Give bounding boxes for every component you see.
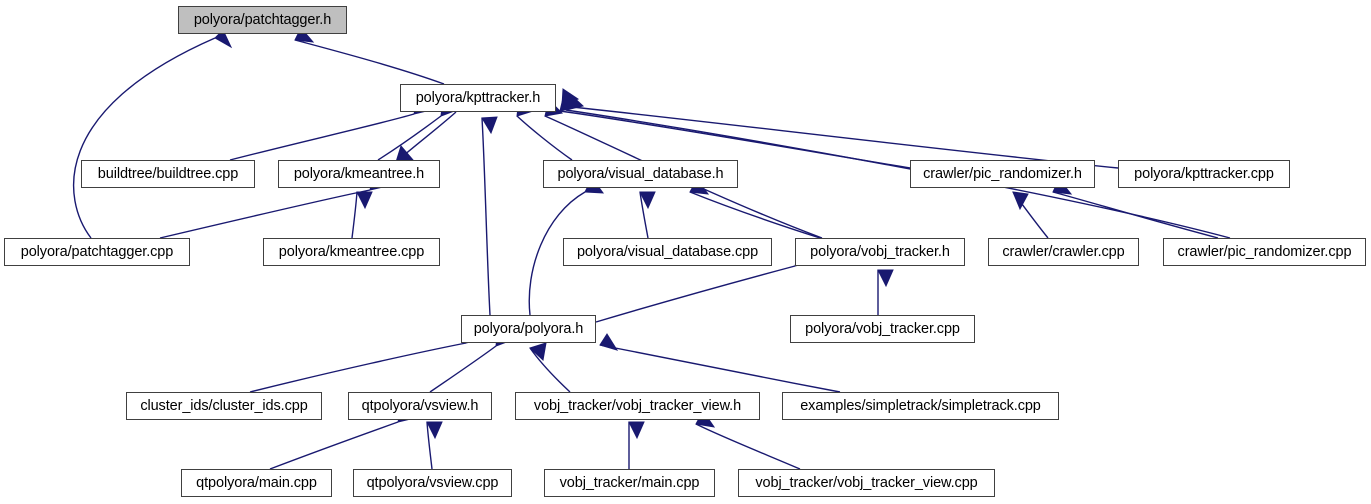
graph-node-vsview_cpp[interactable]: qtpolyora/vsview.cpp [353,469,512,497]
graph-node-label: cluster_ids/cluster_ids.cpp [140,397,308,414]
graph-node-label: qtpolyora/vsview.h [361,397,479,414]
graph-node-vobj_tracker_h[interactable]: polyora/vobj_tracker.h [795,238,965,266]
edge-kmeantree_cpp-to-kmeantree_h [351,191,358,239]
arrowhead-icon [877,269,894,288]
edge-vsview_cpp-to-vsview_h [426,421,433,470]
graph-node-kpttracker_h[interactable]: polyora/kpttracker.h [400,84,556,112]
graph-node-kmeantree_h[interactable]: polyora/kmeantree.h [278,160,440,188]
graph-node-cluster_ids_cpp[interactable]: cluster_ids/cluster_ids.cpp [126,392,322,420]
graph-node-label: crawler/pic_randomizer.h [923,165,1082,182]
graph-node-kpttracker_cpp[interactable]: polyora/kpttracker.cpp [1118,160,1290,188]
graph-node-label: vobj_tracker/vobj_tracker_view.h [533,397,742,414]
graph-node-label: polyora/kpttracker.h [415,89,541,106]
graph-node-label: qtpolyora/vsview.cpp [366,474,499,491]
graph-node-label: vobj_tracker/vobj_tracker_view.cpp [755,474,978,491]
graph-node-pic_randomizer_h[interactable]: crawler/pic_randomizer.h [910,160,1095,188]
graph-node-label: polyora/patchtagger.cpp [20,243,174,260]
graph-node-kmeantree_cpp[interactable]: polyora/kmeantree.cpp [263,238,440,266]
edge-polyora_h-to-kpttracker_h [481,117,491,316]
edge-simpletrack_cpp-to-polyora_h [599,344,841,393]
graph-node-qtpolyora_main_cpp[interactable]: qtpolyora/main.cpp [181,469,332,497]
arrowhead-icon [481,116,498,135]
graph-node-label: qtpolyora/main.cpp [196,474,317,491]
edge-buildtree_cpp-to-kpttracker_h [229,113,415,161]
arrowhead-icon [529,342,547,361]
edge-vobj_tracker_h-to-visual_database_h [689,191,821,239]
graph-node-visual_database_h[interactable]: polyora/visual_database.h [543,160,738,188]
arrowhead-icon [1012,191,1029,211]
edge-patchtagger_cpp-to-patchtagger_h [72,37,216,239]
graph-node-label: polyora/patchtagger.h [193,11,332,28]
edge-qtpolyora_main_cpp-to-vsview_h [269,421,399,470]
edge-pic_randomizer_cpp-to-pic_randomizer_h [1052,191,1219,239]
arrowhead-icon [599,333,619,351]
graph-node-patchtagger_h[interactable]: polyora/patchtagger.h [178,6,347,34]
graph-node-vobj_tracker_view_cpp[interactable]: vobj_tracker/vobj_tracker_view.cpp [738,469,995,497]
graph-node-patchtagger_cpp[interactable]: polyora/patchtagger.cpp [4,238,190,266]
graph-node-vobj_main_cpp[interactable]: vobj_tracker/main.cpp [544,469,715,497]
edge-visual_database_h-to-kpttracker_h [516,115,573,161]
arrowhead-icon [426,421,443,440]
graph-node-label: crawler/pic_randomizer.cpp [1177,243,1352,260]
graph-node-crawler_cpp[interactable]: crawler/crawler.cpp [988,238,1139,266]
graph-node-label: buildtree/buildtree.cpp [97,165,239,182]
graph-node-vsview_h[interactable]: qtpolyora/vsview.h [348,392,492,420]
edge-vsview_h-to-polyora_h [429,345,497,393]
edge-polyora_h-to-vobj_tracker_h [595,265,796,323]
graph-node-label: polyora/vobj_tracker.cpp [805,320,960,337]
edge-patchtagger_cpp-to-kmeantree_h [159,189,371,239]
edge-kpttracker_cpp-to-kpttracker_h [561,105,1119,169]
arrowhead-icon [214,29,233,49]
graph-node-label: polyora/visual_database.cpp [576,243,759,260]
arrowhead-icon [628,421,645,440]
graph-node-label: polyora/vobj_tracker.h [810,243,950,260]
graph-node-label: polyora/polyora.h [473,320,584,337]
graph-node-label: polyora/kmeantree.cpp [278,243,425,260]
graph-node-visual_database_cpp[interactable]: polyora/visual_database.cpp [563,238,772,266]
graph-node-label: examples/simpletrack/simpletrack.cpp [800,397,1041,414]
arrowhead-icon [356,191,373,210]
graph-node-label: vobj_tracker/main.cpp [559,474,700,491]
graph-node-buildtree_cpp[interactable]: buildtree/buildtree.cpp [81,160,255,188]
graph-node-vobj_tracker_cpp[interactable]: polyora/vobj_tracker.cpp [790,315,975,343]
edge-polyora_h-to-visual_database_h [528,191,586,316]
edge-vobj_tracker_view_h-to-polyora_h [529,347,571,393]
edge-kmeantree_h-to-kpttracker_h [377,115,442,161]
graph-node-pic_randomizer_cpp[interactable]: crawler/pic_randomizer.cpp [1163,238,1366,266]
edge-visual_database_cpp-to-visual_database_h [639,191,649,239]
edge-vobj_tracker_view_cpp-to-vobj_tracker_view_h [695,423,801,470]
edge-cluster_ids_cpp-to-polyora_h [249,342,467,393]
edge-kpttracker_h-to-patchtagger_h [294,39,445,85]
graph-node-simpletrack_cpp[interactable]: examples/simpletrack/simpletrack.cpp [782,392,1059,420]
graph-node-label: polyora/visual_database.h [557,165,724,182]
graph-node-polyora_h[interactable]: polyora/polyora.h [461,315,596,343]
graph-node-label: crawler/crawler.cpp [1002,243,1125,260]
graph-node-vobj_tracker_view_h[interactable]: vobj_tracker/vobj_tracker_view.h [515,392,760,420]
arrowhead-icon [639,191,656,210]
graph-node-label: polyora/kmeantree.h [293,165,425,182]
graph-node-label: polyora/kpttracker.cpp [1134,165,1274,182]
arrowhead-icon [565,93,585,111]
